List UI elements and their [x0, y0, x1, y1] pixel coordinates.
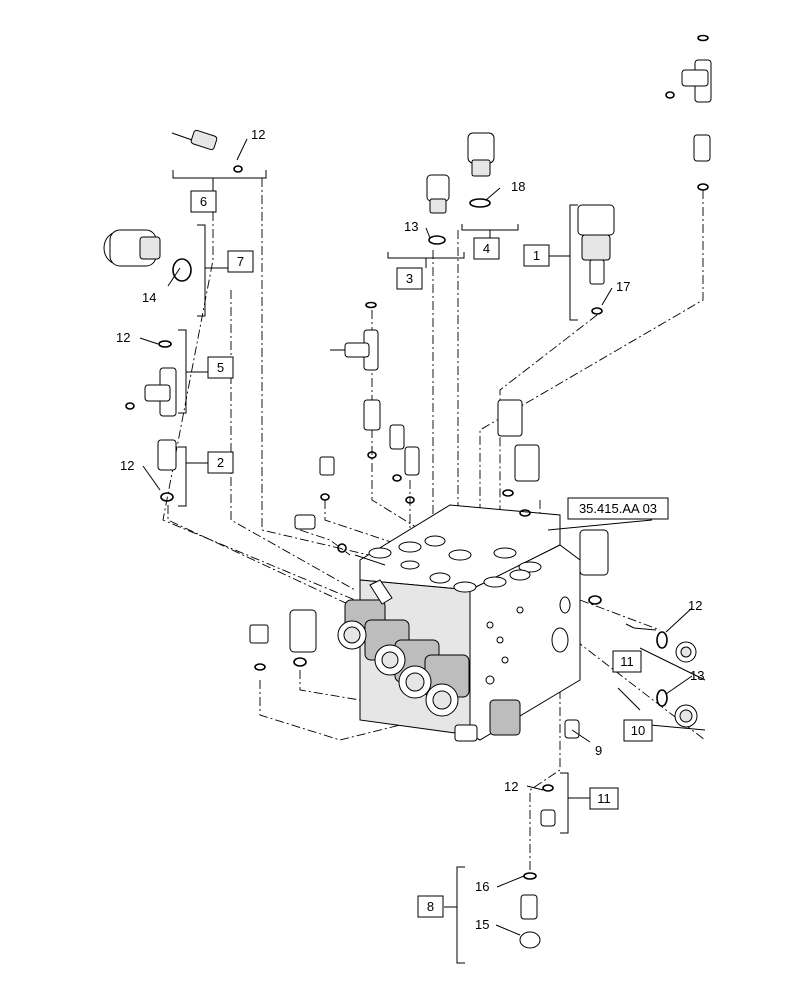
- callout-13-plug: 13: [690, 668, 704, 683]
- callout-17: 17: [616, 279, 630, 294]
- straight-fitting-4: [467, 132, 495, 208]
- callout-box-10: 10: [623, 719, 653, 742]
- bottom-fittings: [519, 719, 580, 949]
- callout-18: 18: [511, 179, 525, 194]
- callout-16: 16: [475, 879, 489, 894]
- straight-fitting-3: [426, 174, 450, 245]
- callout-box-4: 4: [473, 237, 500, 260]
- top-right-fittings: [665, 34, 712, 191]
- callout-box-6: 6: [190, 190, 217, 213]
- right-plugs: [656, 631, 698, 728]
- boxed-callouts: 1 2 3 4 5 6 7 8: [190, 190, 669, 918]
- svg-text:11: 11: [597, 791, 611, 806]
- svg-text:5: 5: [217, 360, 224, 375]
- svg-text:4: 4: [483, 241, 490, 256]
- callout-12-bottom: 12: [504, 779, 518, 794]
- callout-9: 9: [595, 743, 602, 758]
- valve-block: [337, 504, 581, 742]
- svg-text:1: 1: [533, 248, 540, 263]
- svg-text:2: 2: [217, 455, 224, 470]
- block-fittings: [249, 399, 609, 671]
- callout-14: 14: [142, 290, 156, 305]
- svg-text:7: 7: [237, 254, 244, 269]
- svg-text:8: 8: [427, 899, 434, 914]
- pressure-sensor: [577, 204, 615, 315]
- callout-box-1: 1: [523, 244, 550, 267]
- connector-2: [157, 439, 177, 502]
- tee-fitting-5: [125, 340, 177, 417]
- callout-leaders: [139, 138, 693, 936]
- svg-text:6: 6: [200, 194, 207, 209]
- elbow-fitting-7: [103, 229, 192, 282]
- svg-text:35.415.AA 03: 35.415.AA 03: [579, 501, 657, 516]
- top-middle-tee: [330, 301, 379, 371]
- callout-box-3: 3: [396, 267, 423, 290]
- svg-text:11: 11: [620, 654, 634, 669]
- callout-12-tee: 12: [116, 330, 130, 345]
- callout-box-2: 2: [207, 451, 234, 474]
- temperature-sensor-6: [171, 129, 243, 173]
- callout-15: 15: [475, 917, 489, 932]
- callout-box-11-right: 11: [612, 650, 642, 673]
- callout-numbers: 12 18 13 14 17 12 12 12 13 9 12 16 15: [116, 127, 704, 932]
- svg-text:3: 3: [406, 271, 413, 286]
- callout-box-5: 5: [207, 356, 234, 379]
- callout-box-8: 8: [417, 895, 444, 918]
- group-brackets: [172, 170, 706, 964]
- svg-text:10: 10: [631, 723, 645, 738]
- callout-13-fitting: 13: [404, 219, 418, 234]
- callout-12-plug: 12: [688, 598, 702, 613]
- callout-12-connector: 12: [120, 458, 134, 473]
- reference-box: 35.415.AA 03: [567, 497, 669, 520]
- callout-box-11-bottom: 11: [589, 787, 619, 810]
- callout-12-sensor: 12: [251, 127, 265, 142]
- callout-box-7: 7: [227, 250, 254, 273]
